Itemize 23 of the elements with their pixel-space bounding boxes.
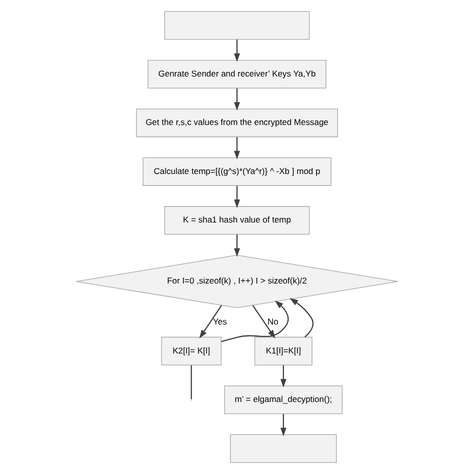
arrow [280,414,286,436]
node-box [230,434,337,463]
arrow [234,137,240,160]
arrow [221,300,289,342]
node-box: K = sha1 hash value of temp [164,206,310,235]
node-box: K1[I]=K[I] [254,336,312,366]
node-box: Genrate Sender and receiver’ Keys Ya,Yb [148,60,326,88]
node-box: Calculate temp=[{(g^s)*(Ya^r)} ^ -Xb ] mod p [142,157,332,186]
edge-label: Yes [213,316,227,327]
node-box: Get the r,s,c values from the encrypted Message [136,108,338,138]
arrow [252,304,276,338]
arrow [290,298,314,338]
arrow [234,234,240,257]
arrow [280,365,286,388]
node-box: K2[I]= K[I] [161,336,222,366]
connector [190,365,192,399]
arrow [199,304,222,338]
arrow [234,88,240,111]
node-box: m’ = elgamal_decyption(); [224,386,343,414]
edge-label: No [268,316,278,327]
arrow [234,40,240,62]
node-box [164,11,310,40]
arrow [234,186,240,208]
